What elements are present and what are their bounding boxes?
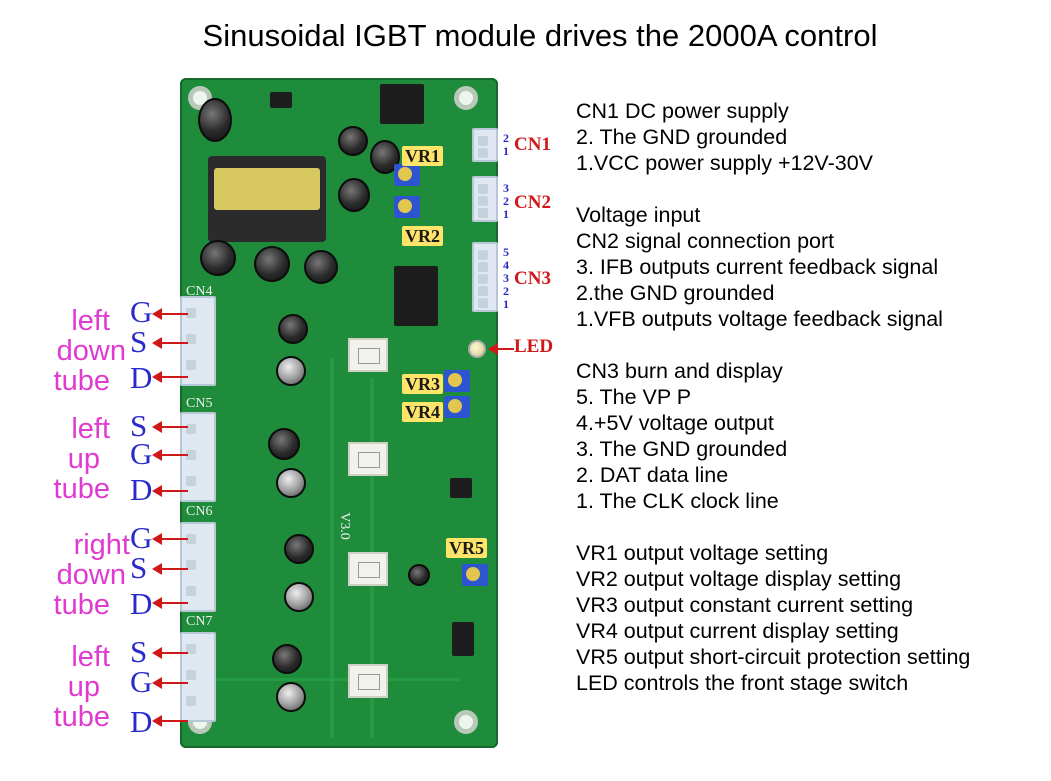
vr2-trimmer[interactable] bbox=[394, 196, 420, 218]
cn2-pin-3: 3 bbox=[503, 181, 509, 195]
cn3-label: CN3 bbox=[514, 268, 551, 289]
cn1-connector bbox=[472, 128, 498, 162]
vr5-label: VR5 bbox=[446, 538, 487, 558]
cn6-tube-label-1: right bbox=[73, 529, 130, 561]
cn1-description: CN1 DC power supply 2. The GND grounded … bbox=[576, 99, 873, 175]
cn3-pin-2: 2 bbox=[503, 284, 509, 298]
cn7-pin-g: G bbox=[130, 664, 153, 699]
cn6-connector bbox=[180, 522, 216, 612]
cn3-pin-4: 4 bbox=[503, 258, 509, 272]
led-arrow bbox=[488, 343, 514, 355]
cn6-pin-d: D bbox=[130, 586, 153, 621]
cn6-silk-label: CN6 bbox=[186, 504, 213, 519]
cn2-description: Voltage input CN2 signal connection port… bbox=[576, 203, 943, 331]
cn1-pin-2: 2 bbox=[503, 131, 509, 145]
vr4-label: VR4 bbox=[402, 402, 443, 422]
cn2-pin-1: 1 bbox=[503, 207, 509, 221]
cn5-pin-d: D bbox=[130, 472, 153, 507]
optocoupler bbox=[348, 552, 388, 586]
cn6-tube-label-3: tube bbox=[53, 589, 110, 621]
cn6-pin-s: S bbox=[130, 550, 148, 585]
board-version: V3.0 bbox=[336, 512, 352, 540]
cn4-pin-s: S bbox=[130, 324, 148, 359]
page-title: Sinusoidal IGBT module drives the 2000A … bbox=[202, 18, 878, 53]
cn4-pin-g: G bbox=[130, 294, 153, 329]
cn3-connector bbox=[472, 242, 498, 312]
cn5-silk-label: CN5 bbox=[186, 396, 213, 411]
optocoupler bbox=[348, 338, 388, 372]
cn7-connector bbox=[180, 632, 216, 722]
cn3-pin-5: 5 bbox=[503, 245, 509, 259]
cn5-tube-label-2: up bbox=[67, 443, 100, 475]
cn3-pin-3: 3 bbox=[503, 271, 509, 285]
cn2-pin-2: 2 bbox=[503, 194, 509, 208]
cn5-connector bbox=[180, 412, 216, 502]
vr2-label: VR2 bbox=[402, 226, 443, 246]
cn2-connector bbox=[472, 176, 498, 222]
transformer bbox=[208, 156, 326, 242]
vr5-trimmer[interactable] bbox=[462, 564, 488, 586]
vr3-label: VR3 bbox=[402, 374, 443, 394]
cn3-pin-1: 1 bbox=[503, 297, 509, 311]
cn5-tube-label-3: tube bbox=[53, 473, 110, 505]
pcb-board: CN4 CN5 CN6 CN7 V3.0 bbox=[180, 78, 498, 748]
cn5-tube-label-1: left bbox=[71, 413, 110, 445]
cn7-tube-label-3: tube bbox=[53, 701, 110, 733]
vr-description: VR1 output voltage setting VR2 output vo… bbox=[576, 541, 971, 695]
cn7-pin-s: S bbox=[130, 634, 148, 669]
vr1-trimmer[interactable] bbox=[394, 164, 420, 186]
vr1-label: VR1 bbox=[402, 146, 443, 166]
cn6-tube-label-2: down bbox=[56, 559, 126, 591]
description-panel: CN1 DC power supply 2. The GND grounded … bbox=[576, 98, 970, 722]
led-label: LED bbox=[514, 336, 554, 357]
cn4-connector bbox=[180, 296, 216, 386]
cn5-pin-s: S bbox=[130, 408, 148, 443]
mcu-chip bbox=[394, 266, 438, 326]
cn3-description: CN3 burn and display 5. The VP P 4.+5V v… bbox=[576, 359, 788, 513]
cn7-tube-label-2: up bbox=[67, 671, 100, 703]
cn7-tube-label-1: left bbox=[71, 641, 110, 673]
cn4-pin-d: D bbox=[130, 360, 153, 395]
cn4-tube-label-3: tube bbox=[53, 365, 110, 397]
optocoupler bbox=[348, 442, 388, 476]
cn1-pin-1: 1 bbox=[503, 144, 509, 158]
cn7-silk-label: CN7 bbox=[186, 614, 213, 629]
optocoupler bbox=[348, 664, 388, 698]
cn4-silk-label: CN4 bbox=[186, 284, 213, 299]
cn4-tube-label-1: left bbox=[71, 305, 110, 337]
cn4-tube-label-2: down bbox=[56, 335, 126, 367]
led-indicator bbox=[468, 340, 486, 358]
cn7-pin-d: D bbox=[130, 704, 153, 739]
regulator-chip bbox=[380, 84, 424, 124]
cn1-label: CN1 bbox=[514, 134, 551, 155]
cn5-pin-g: G bbox=[130, 436, 153, 471]
vr4-trimmer[interactable] bbox=[444, 396, 470, 418]
cn2-label: CN2 bbox=[514, 192, 551, 213]
vr3-trimmer[interactable] bbox=[444, 370, 470, 392]
cn6-pin-g: G bbox=[130, 520, 153, 555]
